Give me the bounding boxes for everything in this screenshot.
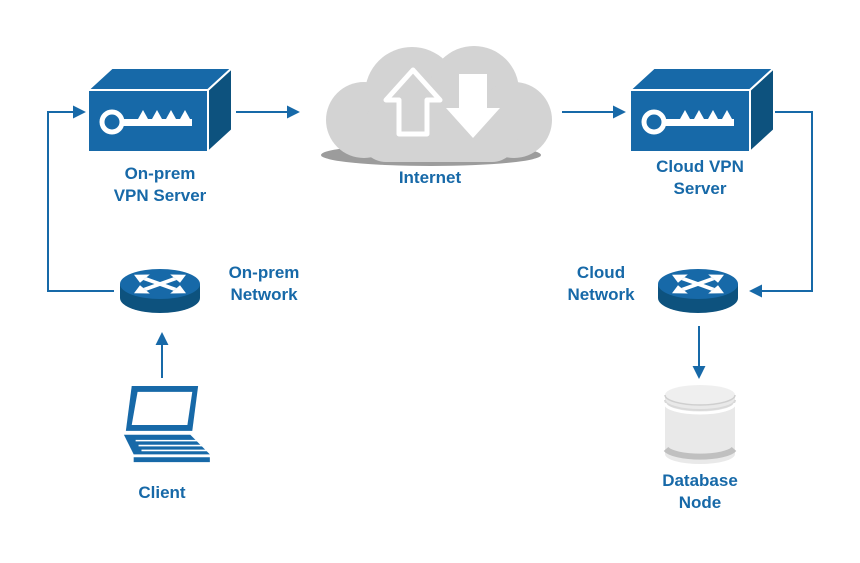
database-icon — [663, 384, 737, 468]
onprem-vpn-server-label: On-prem VPN Server — [113, 164, 207, 205]
database-node-label: Database Node — [662, 471, 738, 512]
edge-onprem-network-to-onprem-vpn — [47, 105, 114, 292]
internet-cloud-icon — [300, 36, 562, 168]
cloud-vpn-server-label: Cloud VPN Server — [656, 157, 744, 198]
download-arrow-icon — [446, 74, 500, 138]
upload-arrow-icon — [383, 67, 443, 137]
vpn-server-icon — [86, 66, 234, 154]
client-label: Client — [138, 483, 186, 502]
cloud-network-label: Cloud Network — [567, 263, 635, 304]
key-icon — [641, 109, 734, 135]
onprem-network-label: On-prem Network — [228, 263, 300, 304]
internet-label: Internet — [398, 168, 462, 187]
vpn-server-icon — [628, 66, 776, 154]
laptop-icon — [110, 384, 214, 468]
key-icon — [99, 109, 192, 135]
router-icon — [115, 258, 205, 322]
router-icon — [653, 258, 743, 322]
edge-cloud-vpn-to-cloud-network — [749, 111, 813, 298]
